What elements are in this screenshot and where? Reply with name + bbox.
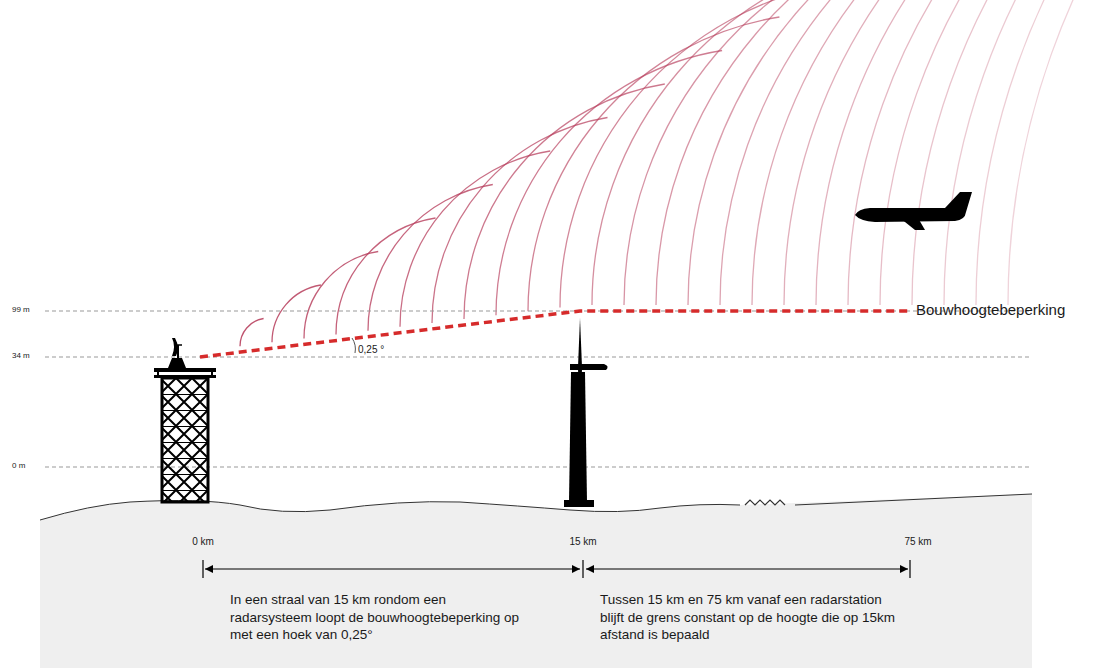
angle-arc (352, 338, 355, 353)
radar-wave (976, 0, 1097, 305)
radar-wave (720, 0, 1097, 305)
distance-label: 0 km (192, 536, 214, 548)
restriction-label: Bouwhoogtebeperking (916, 301, 1065, 319)
tower-platform (154, 368, 216, 372)
explanation-text: Tussen 15 km en 75 km vanaf een radarsta… (600, 591, 900, 644)
height-restriction-line (200, 311, 910, 357)
radar-wave (1008, 0, 1097, 305)
ground (40, 494, 1032, 668)
dimension-line (586, 568, 908, 569)
radar-wave (624, 0, 951, 305)
radar-wave (432, 118, 608, 323)
radar-tower (162, 378, 208, 502)
tower-platform (154, 375, 216, 378)
radar-wave (656, 0, 1009, 305)
radar-wave (272, 285, 321, 342)
dimension-line (205, 568, 580, 569)
distance-label: 75 km (904, 536, 931, 548)
radar-wave (784, 0, 1097, 305)
radar-antenna (172, 338, 178, 356)
ground-line (40, 501, 740, 520)
radar-waves (240, 0, 1097, 346)
turbine-nacelle (570, 364, 608, 370)
radar-wave (912, 0, 1097, 305)
radar-wave (304, 252, 378, 339)
radar-wave (368, 185, 493, 331)
radar-wave (560, 0, 837, 307)
radar-base (168, 358, 186, 368)
break-symbol (745, 500, 785, 505)
radar-wave (848, 0, 1097, 305)
height-line (45, 311, 1030, 312)
height-label: 99 m (12, 305, 30, 315)
radar-wave (464, 84, 665, 319)
height-line (45, 357, 1030, 358)
radar-wave (240, 319, 264, 347)
turbine-tower (569, 372, 587, 502)
explanation-text: In een straal van 15 km rondom een radar… (230, 591, 530, 644)
height-label: 34 m (12, 351, 30, 361)
turbine-blade (578, 318, 582, 367)
height-label: 0 m (12, 461, 25, 471)
radar-wave (752, 0, 1097, 305)
turbine-blade (578, 369, 582, 418)
distance-label: 15 km (569, 536, 596, 548)
ground-line (795, 494, 1032, 505)
radar-wave (944, 0, 1097, 305)
airplane (855, 192, 972, 222)
angle-label: 0,25 ° (358, 344, 384, 356)
radar-wave (880, 0, 1097, 305)
radar-wave (592, 0, 894, 305)
radar-wave (336, 218, 436, 335)
